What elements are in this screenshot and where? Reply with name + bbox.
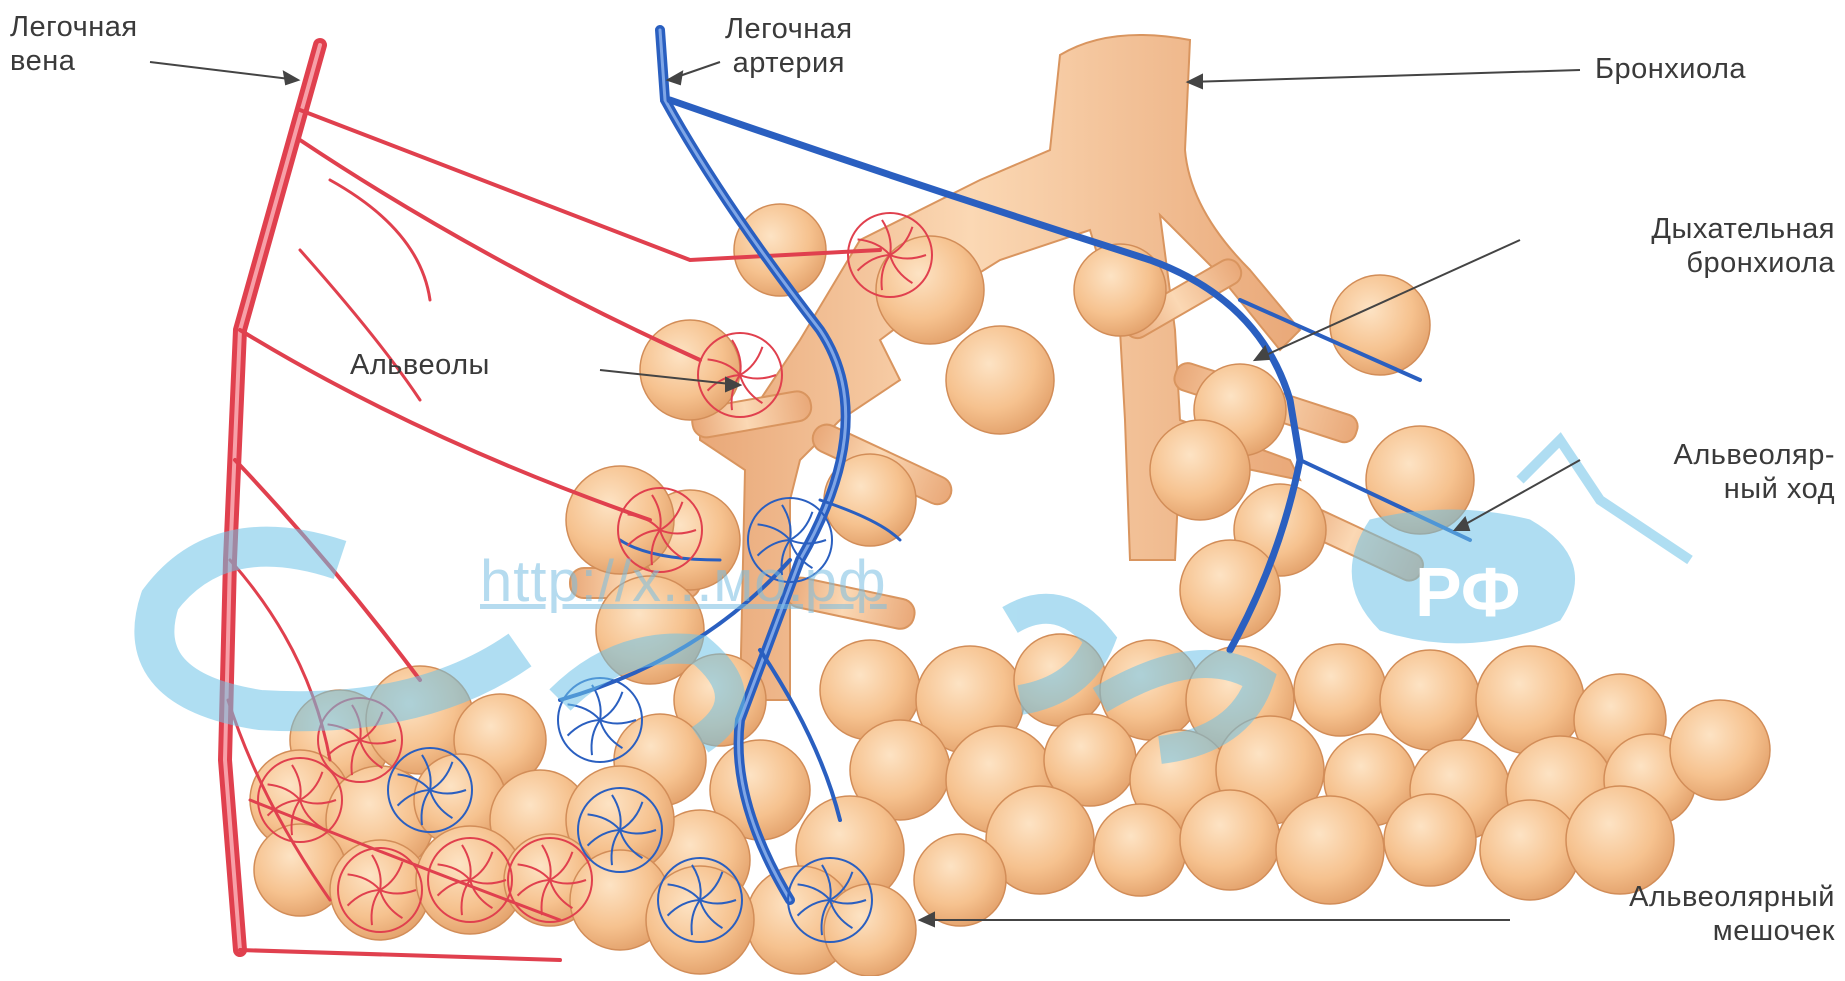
watermark-url: http://x...мо.рф bbox=[480, 548, 887, 615]
label-pulmonary-artery-line2: артерия bbox=[725, 46, 853, 80]
alveolus bbox=[824, 884, 916, 976]
label-pulmonary-artery-line1: Легочная bbox=[725, 12, 853, 46]
label-respiratory-bronchiole-line1: Дыхательная bbox=[1651, 212, 1835, 246]
alveolus bbox=[1180, 540, 1280, 640]
label-pulmonary-vein: Легочная вена bbox=[10, 10, 138, 78]
label-respiratory-bronchiole-line2: бронхиола bbox=[1651, 246, 1835, 280]
alveolus bbox=[1330, 275, 1430, 375]
alveolus bbox=[1670, 700, 1770, 800]
alveolus bbox=[914, 834, 1006, 926]
label-respiratory-bronchiole: Дыхательная бронхиола bbox=[1651, 212, 1835, 280]
label-alveolar-sac: Альвеолярный мешочек bbox=[1629, 880, 1835, 948]
label-alveolar-sac-line1: Альвеолярный bbox=[1629, 880, 1835, 914]
alveolus bbox=[1566, 786, 1674, 894]
label-alveolar-duct: Альвеоляр- ный ход bbox=[1674, 438, 1835, 506]
label-alveolar-duct-line2: ный ход bbox=[1674, 472, 1835, 506]
alveolus bbox=[1180, 790, 1280, 890]
alveolus bbox=[1384, 794, 1476, 886]
alveolus bbox=[1294, 644, 1386, 736]
label-pulmonary-artery: Легочная артерия bbox=[725, 12, 853, 80]
label-alveolar-sac-line2: мешочек bbox=[1629, 914, 1835, 948]
alveolus bbox=[1150, 420, 1250, 520]
label-pulmonary-vein-line2: вена bbox=[10, 44, 138, 78]
alveolus bbox=[1480, 800, 1580, 900]
watermark-suffix: РФ bbox=[1415, 552, 1521, 632]
alveolus bbox=[1276, 796, 1384, 904]
alveolus bbox=[1380, 650, 1480, 750]
label-alveolar-duct-line1: Альвеоляр- bbox=[1674, 438, 1835, 472]
alveolus bbox=[946, 326, 1054, 434]
label-alveoli: Альвеолы bbox=[350, 348, 490, 382]
alveolus bbox=[876, 236, 984, 344]
label-pulmonary-vein-line1: Легочная bbox=[10, 10, 138, 44]
label-bronchiole: Бронхиола bbox=[1595, 52, 1746, 86]
alveolus bbox=[1094, 804, 1186, 896]
